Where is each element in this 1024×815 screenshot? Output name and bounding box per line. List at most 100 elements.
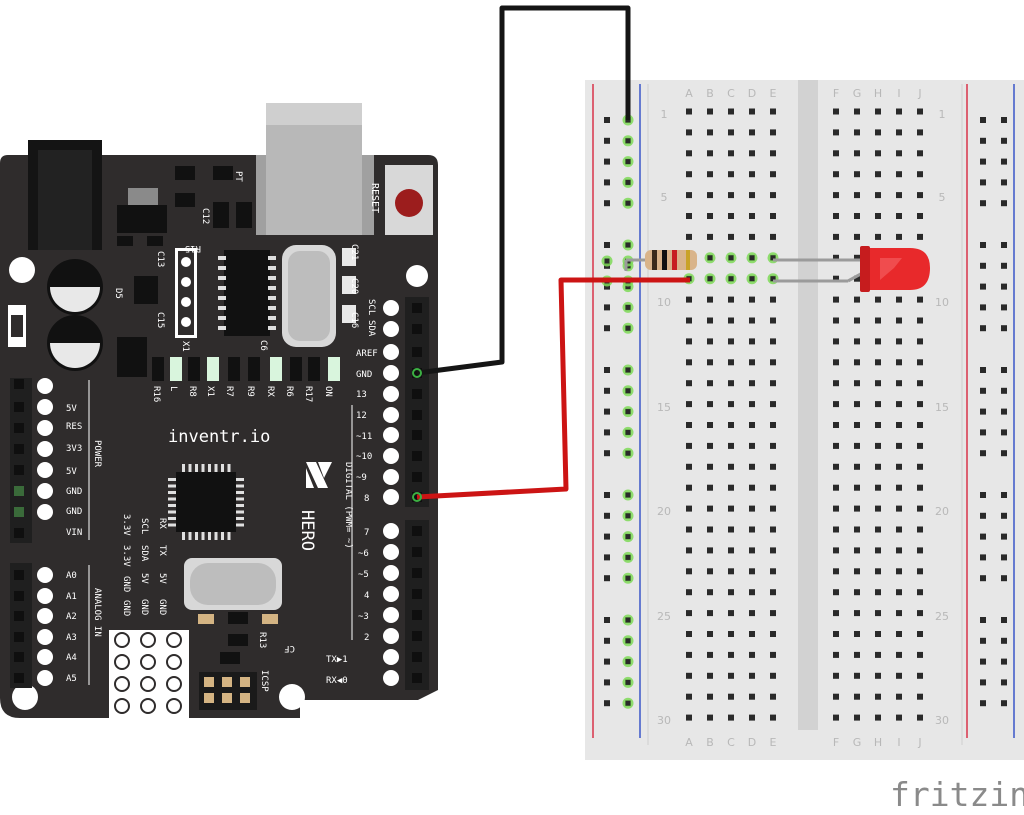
mcu-leg bbox=[168, 484, 176, 488]
breadboard-hole bbox=[728, 651, 734, 658]
pin-label: A3 bbox=[66, 633, 77, 643]
breadboard-hole bbox=[770, 108, 776, 115]
breadboard-hole bbox=[854, 463, 860, 470]
breadboard-hole bbox=[728, 401, 734, 408]
hole-core bbox=[770, 276, 776, 282]
hole-core bbox=[770, 255, 776, 261]
rail-hole bbox=[604, 450, 610, 457]
breadboard-hole bbox=[749, 233, 755, 240]
pin-label: A1 bbox=[66, 592, 77, 602]
digital-header-bottom bbox=[405, 520, 429, 690]
power-pin bbox=[37, 504, 53, 520]
mcu-leg bbox=[208, 464, 211, 472]
pin-label: ~3 bbox=[358, 612, 369, 622]
breadboard-hole bbox=[854, 526, 860, 533]
breadboard-hole bbox=[707, 547, 713, 554]
pin-label: GND bbox=[157, 599, 167, 615]
resistor-band bbox=[672, 250, 677, 270]
pin-label: A4 bbox=[66, 653, 77, 663]
onboard-led bbox=[270, 357, 282, 381]
breadboard-hole bbox=[833, 568, 839, 575]
onboard-led bbox=[290, 357, 302, 381]
pin-label: SCL bbox=[366, 299, 376, 315]
reset-button[interactable] bbox=[395, 189, 423, 217]
rail-hole bbox=[604, 283, 610, 290]
breadboard-hole bbox=[896, 380, 902, 387]
breadboard-hole bbox=[854, 213, 860, 219]
digital-pin bbox=[383, 407, 399, 423]
signal-wire[interactable] bbox=[416, 277, 690, 500]
breadboard-hole bbox=[686, 338, 692, 345]
header-socket bbox=[412, 610, 422, 620]
breadboard-hole bbox=[875, 672, 881, 679]
smd-part bbox=[342, 248, 356, 266]
component-label: R8 bbox=[187, 386, 197, 397]
comm-pin bbox=[140, 698, 156, 714]
ground-wire[interactable] bbox=[416, 5, 631, 376]
smd-part bbox=[342, 276, 356, 294]
component-label: CF bbox=[284, 643, 295, 653]
pin-label: A0 bbox=[66, 571, 77, 581]
breadboard-hole bbox=[917, 233, 923, 240]
breadboard-hole bbox=[686, 422, 692, 428]
breadboard: A B C D E F G H I J A B C D E F G H I J … bbox=[585, 80, 1024, 760]
breadboard-hole bbox=[728, 589, 734, 596]
breadboard-hole bbox=[875, 338, 881, 345]
rail-hole bbox=[1001, 408, 1007, 415]
breadboard-hole bbox=[770, 714, 776, 721]
col-letter: J bbox=[917, 736, 921, 749]
row-numbers-right: 1 5 10 15 20 25 30 bbox=[935, 108, 949, 727]
hole-core bbox=[625, 179, 631, 185]
header-socket bbox=[14, 632, 24, 642]
pin-label: A5 bbox=[66, 674, 77, 684]
col-letter: I bbox=[897, 87, 900, 100]
breadboard-hole bbox=[728, 171, 734, 178]
breadboard-hole bbox=[896, 422, 902, 428]
led-row-labels: R16 L R8 X1 R7 R9 RX R6 R17 ON bbox=[151, 386, 333, 402]
header-socket bbox=[14, 444, 24, 454]
pin-label: 5V bbox=[66, 404, 77, 414]
breadboard-hole bbox=[770, 568, 776, 575]
breadboard-hole bbox=[917, 631, 923, 637]
row-number: 20 bbox=[657, 505, 671, 518]
digital-pin bbox=[383, 427, 399, 443]
rail-hole bbox=[604, 492, 610, 498]
onboard-led bbox=[152, 357, 164, 381]
onboard-led bbox=[228, 357, 240, 381]
mcu-leg bbox=[201, 532, 205, 540]
onboard-led bbox=[328, 357, 340, 381]
breadboard-hole bbox=[686, 505, 692, 512]
header-socket bbox=[14, 379, 24, 389]
breadboard-hole bbox=[833, 401, 839, 408]
rail-hole bbox=[980, 137, 986, 144]
breadboard-hole bbox=[896, 568, 902, 575]
breadboard-hole bbox=[728, 610, 734, 617]
breadboard-hole bbox=[875, 547, 881, 554]
pin-label: 5V bbox=[66, 467, 77, 477]
pin-label: 12 bbox=[356, 411, 367, 421]
breadboard-hole bbox=[854, 568, 860, 575]
rail-hole bbox=[604, 242, 610, 248]
rail-hole bbox=[1001, 262, 1007, 269]
breadboard-hole bbox=[728, 547, 734, 554]
breadboard-hole bbox=[728, 129, 734, 136]
rail-hole bbox=[604, 533, 610, 540]
hole-core bbox=[625, 367, 631, 373]
breadboard-hole bbox=[749, 610, 755, 617]
resistor[interactable] bbox=[624, 250, 697, 271]
digital-pin bbox=[383, 628, 399, 644]
breadboard-hole bbox=[770, 484, 776, 491]
breadboard-hole bbox=[875, 213, 881, 219]
mcu-leg bbox=[168, 497, 176, 501]
component-label: C13 bbox=[155, 251, 165, 267]
hole-core bbox=[625, 492, 631, 498]
breadboard-hole bbox=[728, 631, 734, 637]
row-number: 1 bbox=[661, 108, 668, 121]
breadboard-hole bbox=[854, 275, 860, 282]
breadboard-hole bbox=[896, 463, 902, 470]
col-letter: D bbox=[748, 736, 756, 749]
row-numbers-left: 1 5 10 15 20 25 30 bbox=[657, 108, 671, 727]
breadboard-hole bbox=[875, 171, 881, 178]
mounting-hole bbox=[279, 684, 305, 710]
led-component[interactable] bbox=[773, 246, 930, 292]
